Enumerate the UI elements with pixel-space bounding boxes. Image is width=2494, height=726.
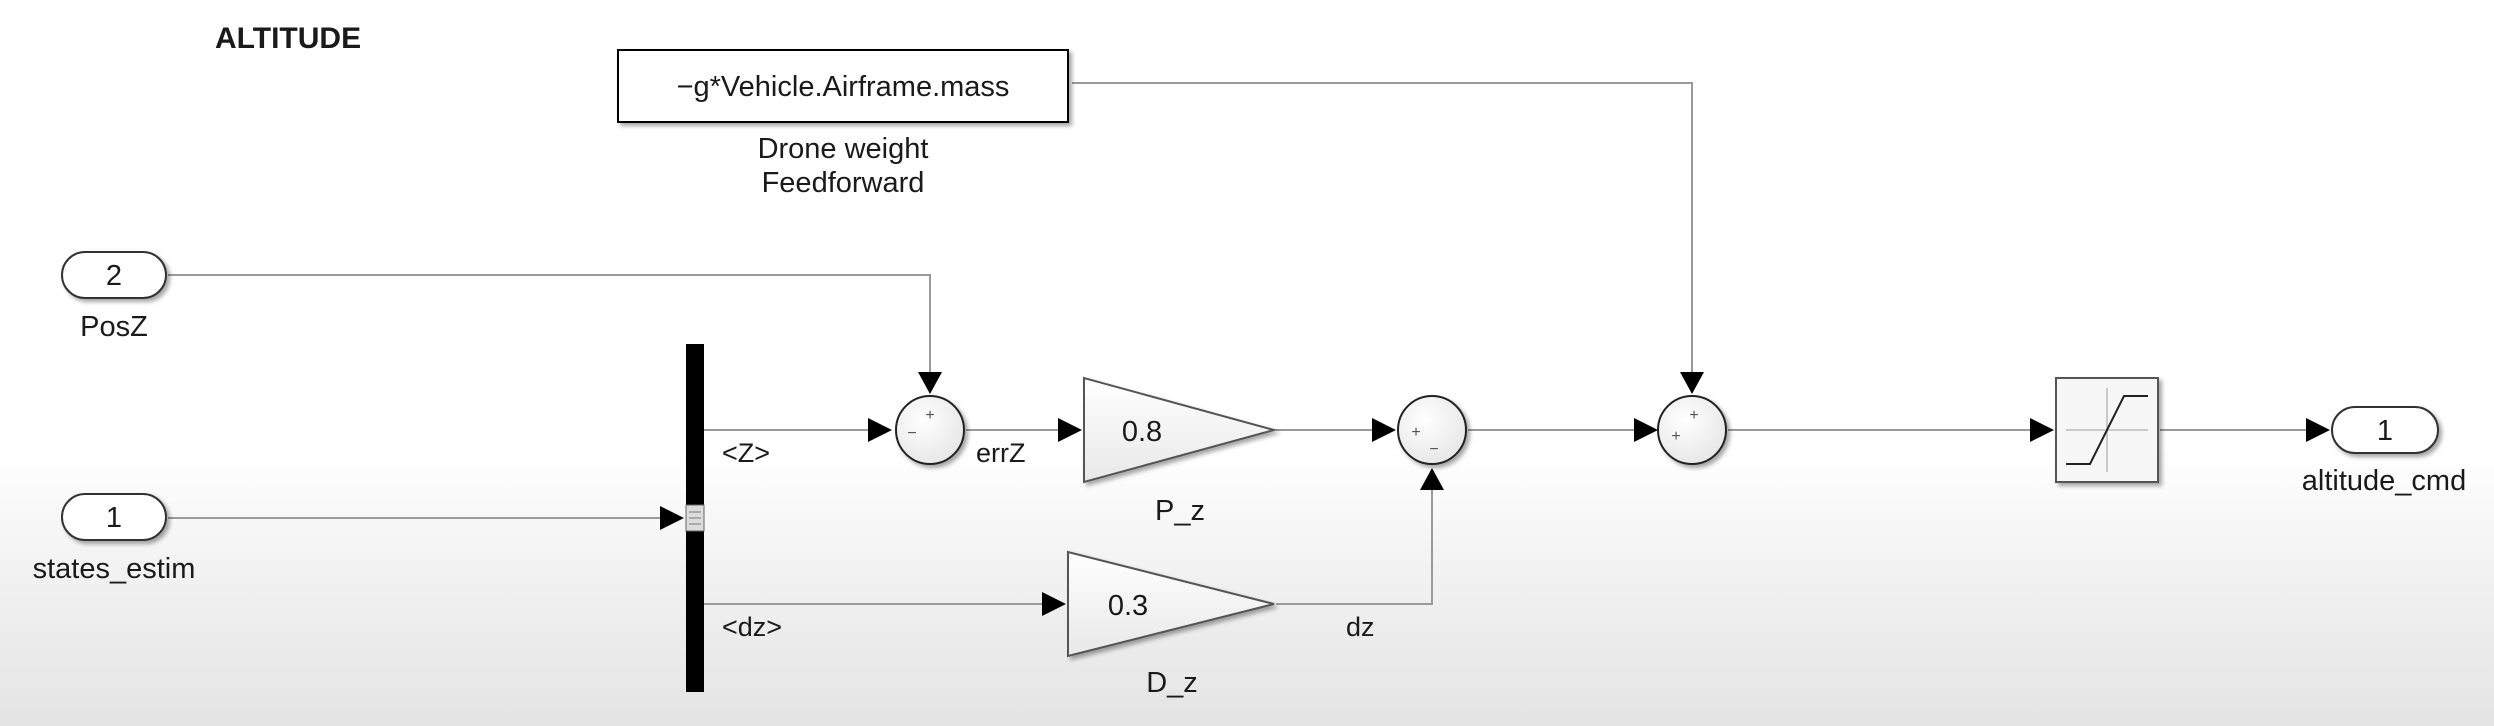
constant-label-line2: Feedforward xyxy=(762,167,925,199)
outport-altitude-cmd[interactable]: 1 xyxy=(2331,406,2439,454)
bus-signal-z: <Z> xyxy=(722,438,770,468)
constant-block-drone-weight[interactable]: −g*Vehicle.Airframe.mass xyxy=(617,49,1069,123)
gain-dz-triangle xyxy=(1067,550,1275,658)
bus-selector[interactable] xyxy=(685,344,705,692)
gain-pz-triangle xyxy=(1083,376,1278,484)
sum-block-feedforward[interactable]: + + xyxy=(1657,395,1727,465)
arrow-outport-input xyxy=(2306,418,2330,442)
sum-ff-sign-top: + xyxy=(1689,407,1698,424)
sum-pd-circle xyxy=(1397,395,1467,465)
inport-posz-number: 2 xyxy=(106,260,122,292)
bus-signal-dz: <dz> xyxy=(722,612,782,642)
sum-pd-sign-left: + xyxy=(1411,424,1420,441)
inport-posz-name: PosZ xyxy=(80,311,148,343)
outport-shape xyxy=(2331,406,2439,454)
wire-weight-to-sum3 xyxy=(1072,82,1693,372)
constant-block-frame xyxy=(617,49,1069,123)
sum-ff-circle xyxy=(1657,395,1727,465)
sum-error-sign-top: + xyxy=(925,407,934,424)
arrow-sum2-left xyxy=(1372,418,1396,442)
gain-dz-name: D_z xyxy=(1146,667,1198,699)
arrow-sum1-top xyxy=(918,372,942,394)
signal-label-dz: dz xyxy=(1346,612,1375,642)
saturation-curve xyxy=(2066,395,2148,465)
signal-label-errz: errZ xyxy=(976,438,1026,468)
gain-block-dz[interactable]: 0.3 xyxy=(1067,550,1275,658)
inport-states-name: states_estim xyxy=(33,553,196,585)
sum-error-sign-left: − xyxy=(907,425,916,442)
inport-posz[interactable]: 2 xyxy=(61,251,167,299)
constant-value: −g*Vehicle.Airframe.mass xyxy=(677,71,1010,103)
wire-posz-to-sum1 xyxy=(168,274,931,372)
arrow-bus-input xyxy=(660,506,684,530)
sum-error-circle xyxy=(895,395,965,465)
arrow-dz-gain-input xyxy=(1042,592,1066,616)
arrow-sum3-top xyxy=(1680,372,1704,394)
outport-number: 1 xyxy=(2377,415,2393,447)
diagram-title: ALTITUDE xyxy=(215,22,361,55)
inport-states-shape xyxy=(61,493,167,541)
sum-ff-sign-left: + xyxy=(1671,428,1680,445)
sum-pd-sign-bottom: − xyxy=(1429,441,1438,458)
arrow-saturation-input xyxy=(2030,418,2054,442)
arrow-pz-input xyxy=(1058,418,1082,442)
constant-label-line1: Drone weight xyxy=(758,133,929,165)
sum-block-error[interactable]: + − xyxy=(895,395,965,465)
gain-pz-name: P_z xyxy=(1155,495,1205,527)
gain-dz-value: 0.3 xyxy=(1108,590,1148,622)
gain-block-pz[interactable]: 0.8 xyxy=(1083,376,1278,484)
gain-pz-value: 0.8 xyxy=(1122,416,1162,448)
arrow-sum3-left xyxy=(1634,418,1658,442)
arrow-sum1-left xyxy=(868,418,892,442)
sum-block-pd[interactable]: + − xyxy=(1397,395,1467,465)
wire-dz-to-sum2 xyxy=(1276,490,1433,605)
outport-name: altitude_cmd xyxy=(2302,465,2466,497)
arrow-sum2-bottom xyxy=(1420,468,1444,490)
inport-states-number: 1 xyxy=(106,502,122,534)
inport-states-estim[interactable]: 1 xyxy=(61,493,167,541)
saturation-block[interactable] xyxy=(2055,377,2159,483)
inport-posz-shape xyxy=(61,251,167,299)
